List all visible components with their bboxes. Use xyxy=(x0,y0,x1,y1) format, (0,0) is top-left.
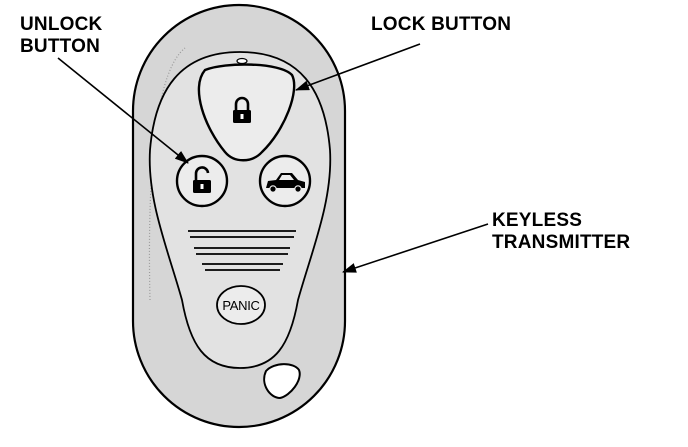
transmitter-callout-line2: TRANSMITTER xyxy=(492,232,631,253)
panic-label: PANIC xyxy=(222,298,259,313)
lock-button-callout: LOCK BUTTON xyxy=(371,14,511,36)
grip-lines xyxy=(188,230,296,271)
transmitter-leader-arrow xyxy=(342,223,489,273)
trunk-button[interactable] xyxy=(258,154,312,208)
padlock-closed-icon xyxy=(233,96,251,123)
panic-button[interactable]: PANIC xyxy=(216,285,266,325)
led-indicator xyxy=(236,57,248,65)
key-ring-hole xyxy=(263,363,301,400)
unlock-leader-arrow xyxy=(57,57,189,164)
unlock-button-callout: UNLOCK BUTTON xyxy=(20,14,102,58)
unlock-callout-line2: BUTTON xyxy=(20,36,101,57)
lock-button[interactable] xyxy=(197,63,296,162)
unlock-callout-line1: UNLOCK xyxy=(20,14,103,35)
car-trunk-icon xyxy=(266,173,305,193)
button-panel xyxy=(148,51,332,369)
keyless-transmitter-callout: KEYLESS TRANSMITTER xyxy=(492,210,630,254)
lock-leader-arrow xyxy=(295,43,421,91)
lock-callout-line1: LOCK BUTTON xyxy=(371,14,512,35)
unlock-button[interactable] xyxy=(175,154,229,208)
padlock-open-icon xyxy=(193,166,211,193)
transmitter-callout-line1: KEYLESS xyxy=(492,210,583,231)
